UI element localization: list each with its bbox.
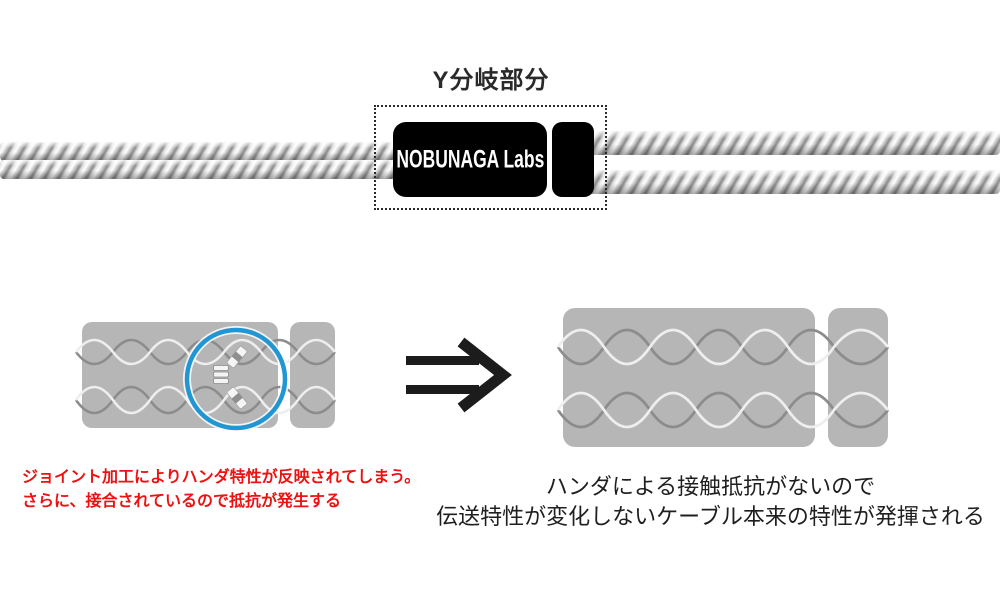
after-caption-line1: ハンダによる接触抵抗がないので xyxy=(545,474,876,499)
brand-label: NOBUNAGA Labs xyxy=(396,144,544,173)
after-caption: ハンダによる接触抵抗がないので 伝送特性が変化しないケーブル本来の特性が発揮され… xyxy=(428,472,993,532)
braided-wires xyxy=(556,328,890,429)
splitter-connector xyxy=(552,122,594,197)
after-caption-line2: 伝送特性が変化しないケーブル本来の特性が発揮される xyxy=(436,504,985,529)
solder-sleeve-lower-icon xyxy=(226,387,248,409)
joint-highlight-circle xyxy=(184,327,288,431)
cable-rope-right-upper xyxy=(562,131,1000,155)
before-caption: ジョイント加工によりハンダ特性が反映されてしまう。 さらに、接合されているので抵… xyxy=(22,466,452,514)
cable-rope-left-upper xyxy=(0,142,490,161)
before-caption-line2: さらに、接合されているので抵抗が発生する xyxy=(22,493,342,510)
cable-sleeve-main xyxy=(563,308,815,447)
jointed-cable-diagram xyxy=(74,322,337,432)
cable-rope-right-lower xyxy=(562,170,1000,194)
cable-rope-left-lower xyxy=(0,160,490,179)
before-caption-line1: ジョイント加工によりハンダ特性が反映されてしまう。 xyxy=(22,469,421,486)
continuous-cable-diagram xyxy=(556,308,890,447)
solder-splice-icon xyxy=(213,365,229,384)
page-title: Y分岐部分 xyxy=(432,67,550,94)
splitter-body: NOBUNAGA Labs xyxy=(393,122,547,197)
solder-sleeve-upper-icon xyxy=(226,346,248,368)
y-split-outline xyxy=(374,105,607,210)
right-arrow-icon xyxy=(406,337,512,413)
cable-sleeve-small xyxy=(828,308,888,447)
cable-sleeve-main xyxy=(82,322,278,428)
